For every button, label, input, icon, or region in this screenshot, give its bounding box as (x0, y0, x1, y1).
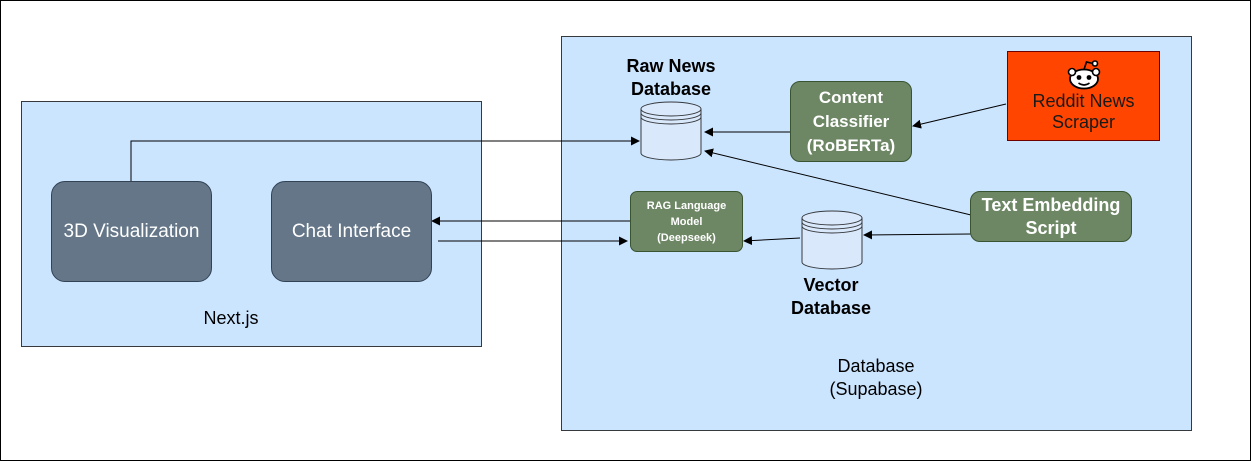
vector-database-icon (801, 210, 863, 270)
edge-vector-db-to-rag (743, 236, 801, 246)
edge-embed-to-vector-db (863, 230, 972, 240)
chat-interface-label: Chat Interface (291, 220, 412, 242)
3d-visualization-label: 3D Visualization (63, 220, 200, 242)
raw-news-database-label: Raw News Database (626, 56, 716, 99)
reddit-news-scraper-label: Reddit News Scraper (1032, 90, 1135, 132)
database-group-label: Database (Supabase) (829, 356, 923, 399)
raw-news-database-icon (640, 101, 702, 161)
reddit-icon (1064, 59, 1104, 90)
edge-viz-to-raw-db (130, 136, 640, 181)
vector-database-label: Vector Database (790, 275, 872, 318)
edge-reddit-to-classifier (912, 103, 1007, 129)
rag-language-model-label: RAG Language Model (Deepseek) (646, 199, 727, 244)
3d-visualization-node: 3D Visualization (51, 181, 212, 282)
text-embedding-script-node: Text Embedding Script (970, 191, 1132, 242)
reddit-news-scraper-node: Reddit News Scraper (1007, 51, 1160, 141)
nextjs-group-label: Next.js (203, 308, 259, 328)
text-embedding-script-label: Text Embedding Script (981, 194, 1121, 238)
content-classifier-node: Content Classifier (RoBERTa) (790, 81, 912, 162)
chat-interface-node: Chat Interface (271, 181, 432, 282)
content-classifier-label: Content Classifier (RoBERTa) (806, 87, 896, 155)
edge-embed-to-raw-db (704, 148, 972, 216)
rag-language-model-node: RAG Language Model (Deepseek) (630, 191, 743, 252)
